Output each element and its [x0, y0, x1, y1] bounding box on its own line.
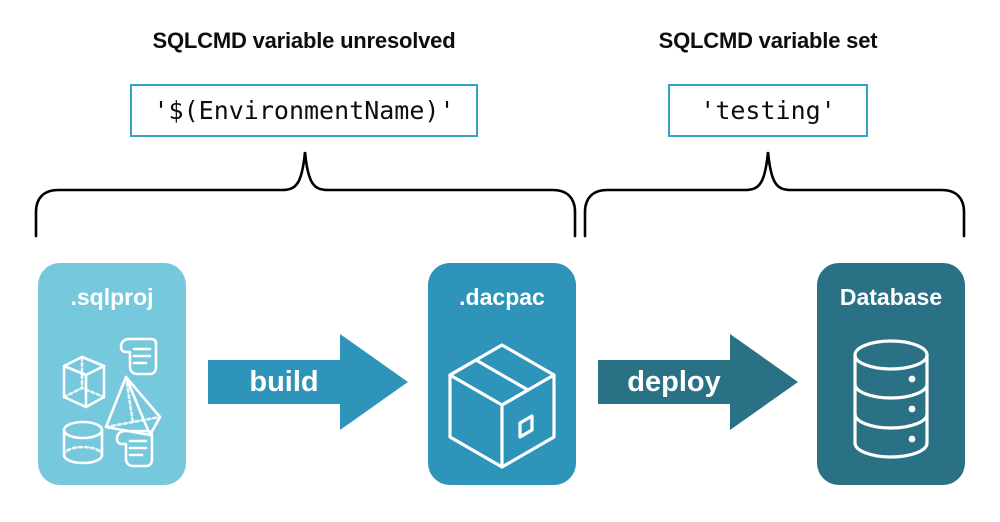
database-dot-2 — [908, 405, 916, 413]
database-dot-1 — [908, 375, 916, 383]
card-sqlproj-label: .sqlproj — [70, 284, 154, 310]
brace-group — [34, 151, 966, 238]
arrow-build: build — [208, 334, 408, 430]
card-sqlproj: .sqlproj — [38, 263, 186, 485]
arrow-deploy: deploy — [598, 334, 798, 430]
arrow-deploy-shape — [598, 334, 798, 430]
package-box-icon — [448, 343, 556, 469]
cylinder-shape — [62, 420, 104, 465]
brace-right — [583, 151, 966, 238]
database-dot-3 — [908, 435, 916, 443]
card-dacpac-label: .dacpac — [459, 284, 545, 310]
pyramid-shape — [104, 375, 162, 437]
script-scroll-icon-top — [119, 337, 158, 376]
brace-left — [34, 151, 577, 238]
database-cylinder-icon — [853, 339, 929, 459]
card-dacpac: .dacpac — [428, 263, 576, 485]
script-scroll-icon-bottom — [115, 429, 154, 468]
arrow-build-shape — [208, 334, 408, 430]
cube-shape — [62, 355, 106, 409]
card-database: Database — [817, 263, 965, 485]
code-box-resolved-variable: 'testing' — [668, 84, 868, 137]
caption-sqlcmd-set: SQLCMD variable set — [658, 28, 878, 53]
project-shapes-icon — [62, 337, 162, 468]
caption-sqlcmd-unresolved: SQLCMD variable unresolved — [152, 28, 456, 53]
code-box-unresolved-variable: '$(EnvironmentName)' — [130, 84, 478, 137]
card-database-label: Database — [839, 284, 943, 310]
